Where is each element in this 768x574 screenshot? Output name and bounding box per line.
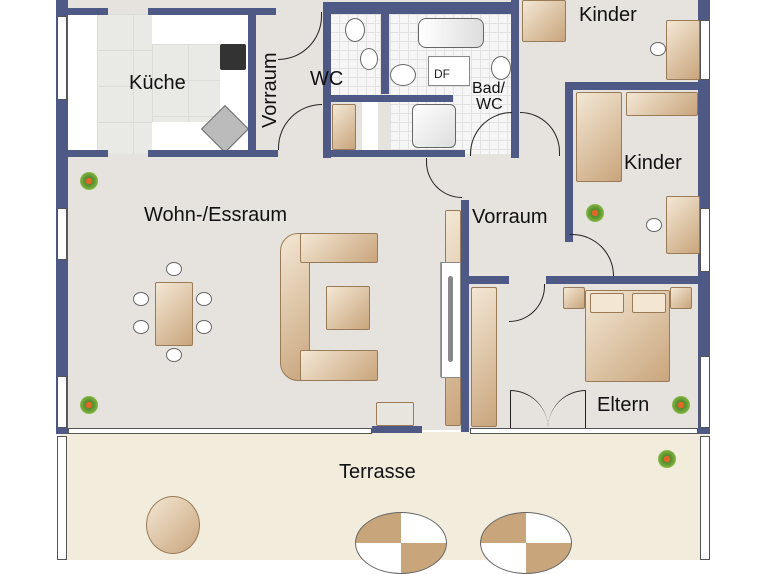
window — [57, 16, 67, 100]
window — [700, 20, 710, 80]
plant-icon — [670, 394, 692, 416]
closet-strip — [362, 102, 378, 150]
terrace-side-rail — [700, 436, 710, 560]
desk-chair-icon — [646, 218, 662, 232]
dining-table — [155, 282, 193, 346]
desk — [666, 196, 700, 254]
bathtub-icon — [418, 18, 484, 48]
dining-chair-icon — [166, 262, 182, 276]
wall — [381, 14, 389, 94]
room-label-living: Wohn-/Essraum — [144, 204, 288, 226]
bath-toilet-icon — [390, 64, 416, 86]
wall — [148, 150, 278, 157]
window — [57, 376, 67, 428]
wall — [323, 2, 519, 14]
plant-icon — [584, 202, 606, 224]
dining-chair-icon — [196, 292, 212, 306]
room-label-bath-1: Bad/ — [472, 80, 505, 97]
shower-tray — [428, 56, 470, 86]
wall — [248, 8, 256, 156]
bath-sink-icon — [491, 56, 511, 80]
kitchen-island — [152, 44, 220, 122]
desk-chair-icon — [650, 42, 666, 56]
wardrobe — [471, 287, 497, 427]
deck-chair-icon — [480, 512, 572, 574]
shower-icon — [412, 104, 456, 148]
room-label-terrace: Terrasse — [339, 461, 416, 483]
wall — [372, 426, 422, 433]
round-table — [146, 496, 200, 554]
bed — [576, 92, 622, 182]
bed — [522, 0, 566, 42]
terrace-door — [470, 428, 698, 434]
wc-sink-icon — [360, 48, 378, 70]
room-label-kids-middle: Kinder — [624, 152, 682, 174]
dining-chair-icon — [196, 320, 212, 334]
wall — [60, 150, 108, 157]
cabinet — [332, 104, 356, 150]
deck-chair-icon — [355, 512, 447, 574]
room-label-kitchen: Küche — [129, 72, 186, 94]
wall — [148, 8, 276, 15]
shelf — [626, 92, 698, 116]
room-label-parents: Eltern — [597, 394, 650, 416]
room-label-kids-top: Kinder — [579, 4, 637, 26]
plant-icon — [656, 448, 678, 470]
desk — [666, 20, 700, 80]
kitchen-counter-tiles — [97, 14, 152, 154]
terrace-side-rail — [57, 436, 67, 560]
wall — [465, 276, 509, 284]
room-label-wc: WC — [310, 68, 344, 90]
tv-icon — [448, 276, 453, 362]
sofa — [300, 350, 378, 381]
wall — [323, 150, 465, 157]
terrace-door — [68, 428, 372, 434]
window — [700, 356, 710, 428]
dining-chair-icon — [133, 320, 149, 334]
stove-icon — [220, 44, 246, 70]
wall — [565, 82, 573, 242]
shower-label: DF — [434, 67, 450, 81]
wall — [60, 8, 108, 15]
pillow — [590, 293, 624, 313]
pillow — [632, 293, 666, 313]
dining-chair-icon — [133, 292, 149, 306]
wall — [323, 2, 331, 158]
window — [700, 208, 710, 272]
wall — [565, 82, 710, 90]
room-label-hall-right: Vorraum — [472, 206, 548, 228]
fireplace — [376, 402, 414, 426]
wall — [323, 95, 453, 102]
window — [57, 208, 67, 260]
coffee-table — [326, 286, 370, 330]
dining-chair-icon — [166, 348, 182, 362]
plant-icon — [78, 394, 100, 416]
wall — [511, 0, 519, 158]
wall — [461, 200, 469, 432]
nightstand — [563, 287, 585, 309]
room-label-hall-left: Vorraum — [259, 52, 281, 128]
sofa — [300, 233, 378, 263]
wall — [546, 276, 710, 284]
room-label-bath-2: WC — [476, 96, 503, 113]
plant-icon — [78, 170, 100, 192]
nightstand — [670, 287, 692, 309]
toilet-icon — [345, 18, 365, 42]
